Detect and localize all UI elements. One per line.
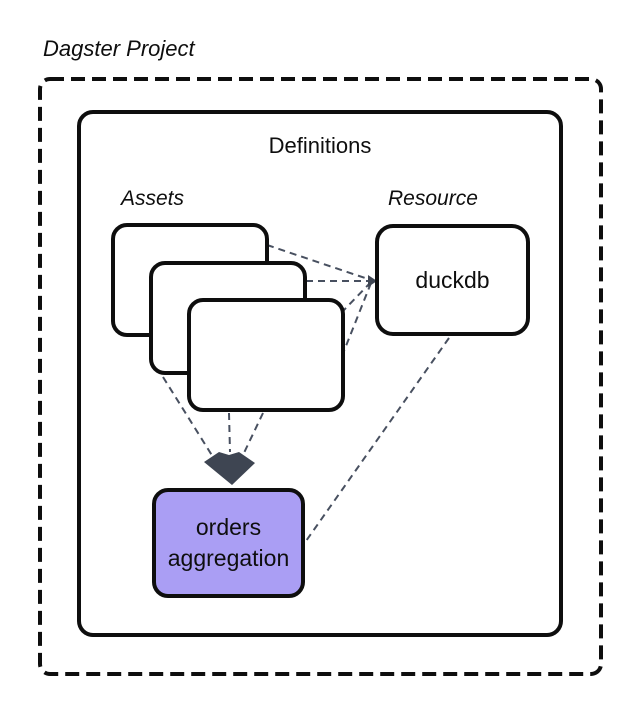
edge-asset3-aggregation-middle (228, 412, 231, 453)
edge-duckdb-aggregation (305, 337, 450, 542)
fan-arrowhead-icon (204, 452, 255, 485)
edge-asset2-aggregation (162, 376, 214, 458)
definitions-label: Definitions (268, 133, 372, 158)
asset-node-orders-aggregation: orders aggregation (152, 488, 305, 598)
project-title: Dagster Project (43, 36, 195, 61)
edge-asset3-duckdb-lower (341, 282, 372, 357)
edge-asset3-aggregation-right (242, 412, 264, 456)
edge-asset3-duckdb-upper (342, 281, 372, 312)
definitions-box (77, 110, 563, 637)
asset-node-label-line1: orders (195, 514, 262, 540)
assets-group-label: Assets (121, 187, 185, 210)
resource-group-label: Resource (388, 187, 478, 210)
asset-card-front (187, 298, 345, 412)
duckdb-arrowhead-icon (368, 275, 377, 287)
asset-node-label-line2: aggregation (167, 545, 290, 571)
resource-node-label: duckdb (415, 266, 490, 293)
edge-asset1-duckdb (266, 244, 372, 281)
resource-node-duckdb: duckdb (375, 224, 530, 336)
project-boundary (38, 77, 603, 676)
